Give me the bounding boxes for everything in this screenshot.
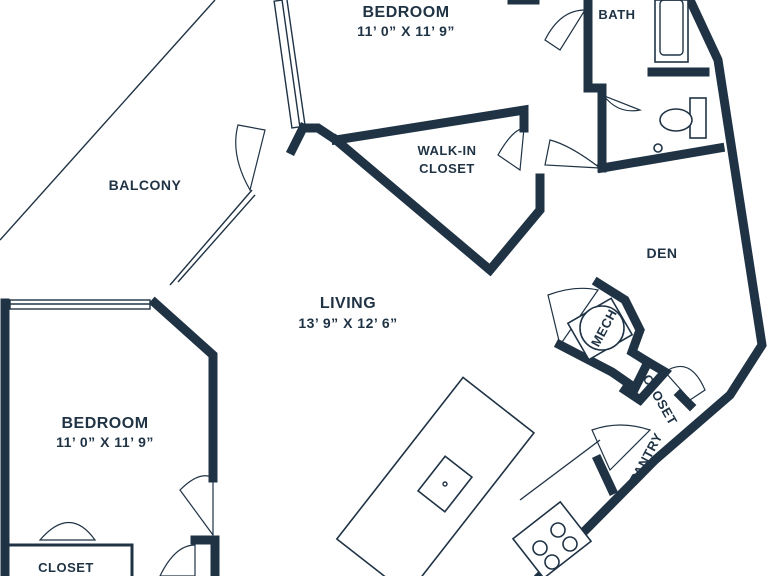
door-bath-inner [599, 89, 643, 112]
door-bedroom-left [179, 475, 214, 537]
wall-closet-den [618, 355, 673, 406]
floor-drain-icon [653, 143, 663, 153]
door-bath [544, 9, 587, 51]
wall-bath-bottom [596, 142, 726, 174]
door-pantry [591, 424, 652, 472]
door-walkin [497, 127, 525, 172]
kitchen-island [335, 376, 536, 576]
wall-bedroom-left-right [148, 296, 218, 483]
door-closet-bottom [38, 522, 97, 541]
room-name-walkin-line1: WALK-IN [417, 143, 476, 158]
windows [9, 0, 306, 310]
wall-kitchen-stub [673, 388, 697, 412]
wall-bath-left [583, 0, 607, 173]
wall-bedroom-top-left [298, 123, 343, 147]
wall-walkin-closet [329, 104, 545, 277]
door-balcony [235, 124, 266, 192]
room-size-bedroom-left: 11’ 0” X 11’ 9” [56, 434, 154, 450]
doors [38, 9, 706, 576]
sink-icon [416, 455, 474, 513]
wall-right-exterior [533, 0, 767, 576]
wall-mech [553, 276, 654, 395]
wall-corner-stub [285, 121, 310, 157]
toilet-icon [659, 97, 707, 139]
wall-closet-bottom-top [5, 543, 134, 576]
room-name-balcony: BALCONY [109, 177, 182, 193]
wall-pantry-stub [592, 454, 618, 496]
room-name-walkin-line2: CLOSET [419, 161, 475, 176]
room-name-bedroom-top: BEDROOM [362, 4, 449, 21]
room-name-closet-bottom: CLOSET [38, 560, 94, 575]
room-size-living: 13’ 9” X 12’ 6” [298, 315, 397, 331]
door-bedroom-top-bath [544, 139, 602, 169]
balcony-edge [0, 0, 216, 241]
wall-bedroom-left-south [190, 535, 220, 576]
window-bedroom-top [273, 0, 301, 129]
door-mech [547, 287, 600, 347]
mech-unit-icon [566, 297, 634, 361]
cooktop-icon [511, 500, 593, 576]
room-name-living: LIVING [320, 295, 376, 312]
fixtures [335, 0, 707, 576]
room-name-den: DEN [646, 245, 677, 261]
door-closet-den [664, 365, 706, 401]
room-size-bedroom-top: 11’ 0” X 11’ 9” [357, 23, 455, 39]
room-name-bath: BATH [598, 7, 635, 22]
door-bedroom-left-2 [159, 544, 196, 576]
room-name-bedroom-left: BEDROOM [61, 415, 148, 432]
balcony-outline [0, 0, 256, 286]
